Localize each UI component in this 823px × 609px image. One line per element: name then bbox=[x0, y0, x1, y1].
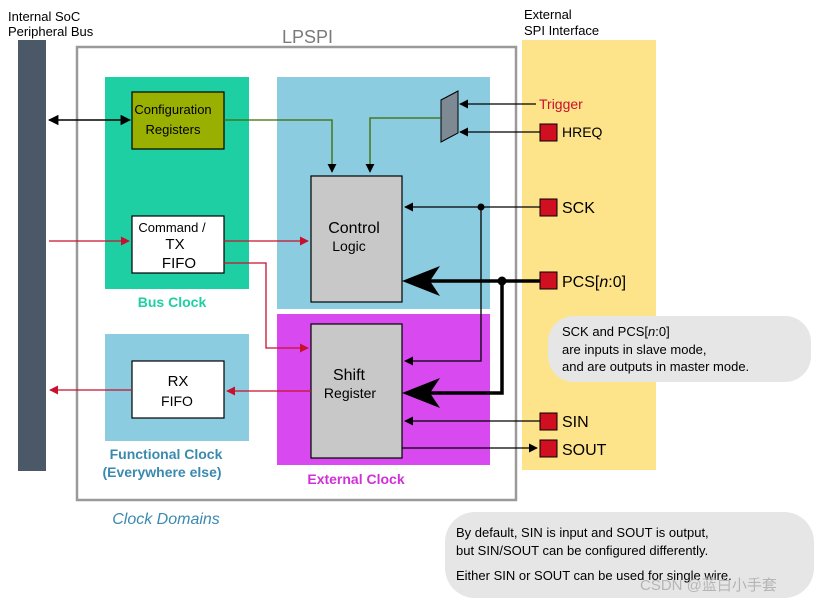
tx-fifo-label-line1: Command / bbox=[138, 220, 206, 235]
pcs-to-shift-line bbox=[420, 281, 504, 395]
config-to-control-line bbox=[224, 119, 337, 173]
pcs-arrowhead-shift bbox=[402, 378, 440, 408]
note-pcs-sck-line2: are inputs in slave mode, bbox=[562, 342, 707, 357]
hreq-pin-label: HREQ bbox=[562, 124, 603, 140]
lpspi-title: LPSPI bbox=[282, 27, 333, 47]
note-sin-sout-line2: but SIN/SOUT can be configured different… bbox=[456, 543, 708, 558]
trigger-mux bbox=[440, 90, 459, 143]
sck-pin bbox=[539, 198, 558, 217]
sout-pin-label: SOUT bbox=[562, 442, 607, 459]
note-pcs-sck-bubble bbox=[548, 316, 811, 382]
functional-clock-label-line2: (Everywhere else) bbox=[102, 464, 221, 480]
internal-bus-label-line1: Internal SoC bbox=[8, 9, 80, 24]
functional-clock-label-line1: Functional Clock bbox=[110, 446, 223, 462]
lpspi-outer-box bbox=[75, 45, 518, 502]
rx-fifo-label-line2: FIFO bbox=[161, 393, 193, 409]
tx-fifo-label-line3: FIFO bbox=[162, 255, 196, 272]
control-logic-label-line2: Logic bbox=[332, 238, 365, 254]
pcs-pin-label: PCS[n:0] bbox=[562, 274, 626, 291]
shift-register-box bbox=[310, 323, 403, 459]
pcs-pin bbox=[539, 271, 558, 290]
external-interface-label-line2: SPI Interface bbox=[524, 23, 599, 38]
control-logic-box bbox=[310, 175, 403, 303]
note-pcs-sck-n: n bbox=[648, 324, 655, 339]
sck-pin-label: SCK bbox=[562, 200, 595, 217]
note-pcs-sck-prefix: SCK and PCS[ bbox=[562, 324, 648, 339]
sck-junction bbox=[477, 203, 485, 211]
pcs-suffix: :0] bbox=[608, 274, 626, 291]
note-pcs-sck-line3: and are outputs in master mode. bbox=[562, 359, 749, 374]
sin-pin bbox=[539, 412, 558, 431]
note-sin-sout-bubble bbox=[445, 512, 814, 598]
shift-register-label-line1: Shift bbox=[333, 367, 366, 384]
note-pcs-sck-suffix: :0] bbox=[655, 324, 669, 339]
pcs-n: n bbox=[599, 274, 608, 291]
sck-to-shift-line bbox=[404, 207, 482, 366]
external-interface-region bbox=[522, 40, 656, 470]
sin-pin-label: SIN bbox=[562, 414, 589, 431]
config-registers-box bbox=[131, 91, 225, 150]
note-pcs-sck-line1: SCK and PCS[n:0] bbox=[562, 324, 670, 339]
note-sin-sout-line3: Either SIN or SOUT can be used for singl… bbox=[456, 568, 732, 583]
rx-fifo-label-line1: RX bbox=[168, 373, 189, 390]
shift-register-label-line2: Register bbox=[324, 385, 376, 401]
control-logic-label-line1: Control bbox=[328, 220, 380, 237]
sout-pin bbox=[539, 439, 558, 458]
txfifo-to-shift-line bbox=[224, 262, 309, 353]
pcs-junction bbox=[497, 276, 507, 286]
trigger-pin-label: Trigger bbox=[539, 96, 583, 112]
tx-fifo-label-line2: TX bbox=[165, 236, 184, 253]
bus-clock-label: Bus Clock bbox=[138, 294, 207, 310]
tx-fifo-box bbox=[131, 215, 225, 274]
mux-to-control-line bbox=[365, 117, 441, 173]
pcs-arrowhead-control bbox=[402, 266, 440, 296]
rx-fifo-box bbox=[131, 360, 225, 419]
note-sin-sout-line1: By default, SIN is input and SOUT is out… bbox=[456, 525, 709, 540]
external-interface-label-line1: External bbox=[524, 7, 572, 22]
internal-bus-bar bbox=[18, 40, 46, 471]
external-clock-label: External Clock bbox=[307, 471, 404, 487]
internal-bus-label-line2: Peripheral Bus bbox=[8, 24, 94, 39]
config-registers-label-line2: Registers bbox=[146, 122, 201, 137]
hreq-pin bbox=[539, 123, 558, 142]
clock-domains-label: Clock Domains bbox=[112, 511, 220, 528]
watermark: CSDN @蓝白小手套 bbox=[640, 577, 777, 594]
config-registers-label-line1: Configuration bbox=[134, 102, 211, 117]
pcs-prefix: PCS[ bbox=[562, 274, 600, 291]
